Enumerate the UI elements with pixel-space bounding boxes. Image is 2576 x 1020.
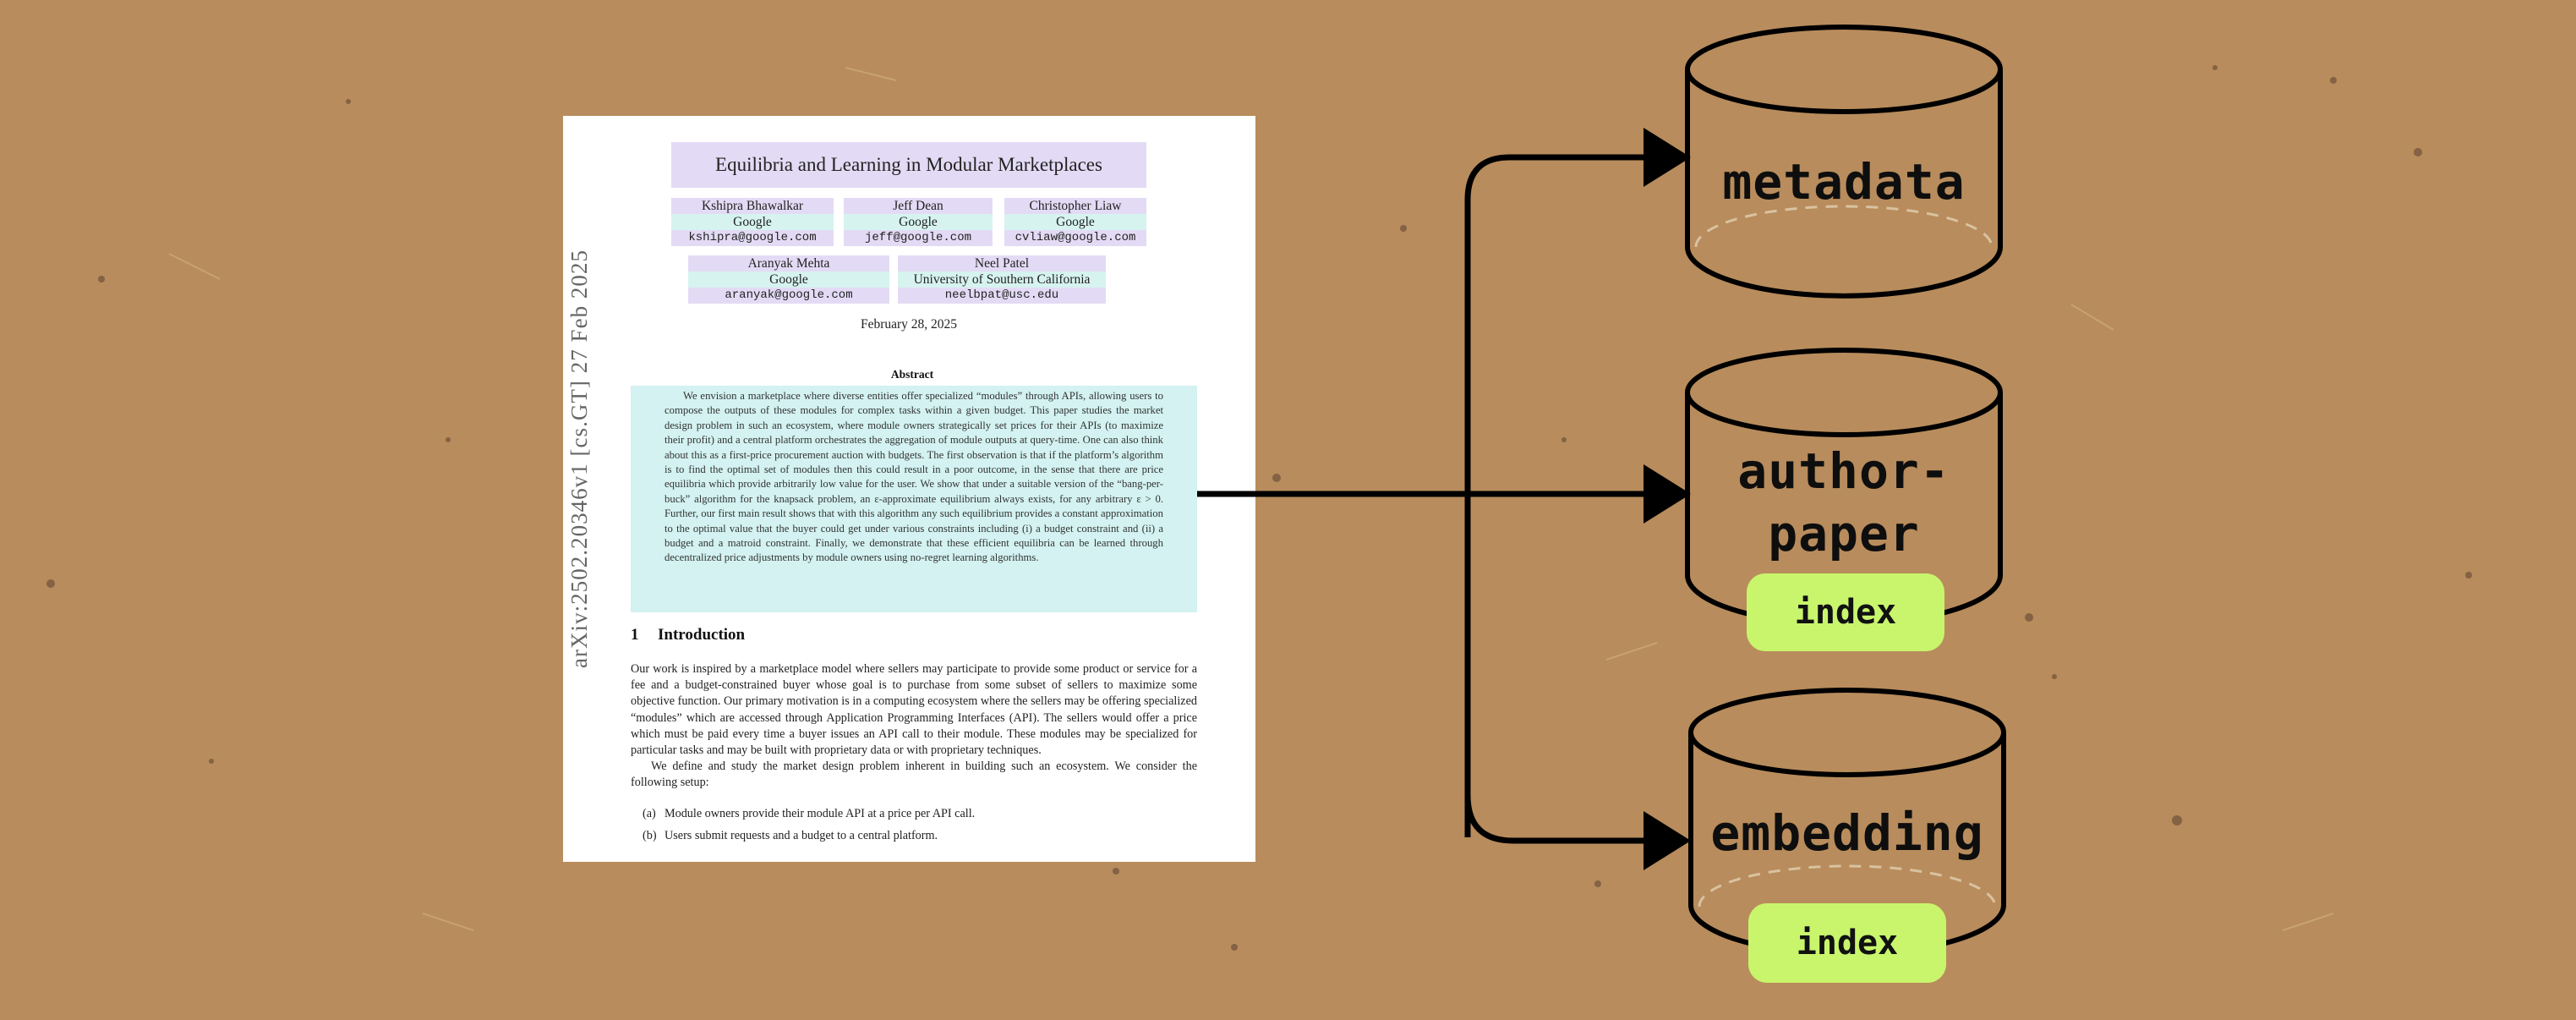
arxiv-identifier: arXiv:2502.20346v1 [cs.GT] 27 Feb 2025: [566, 245, 592, 668]
author-email: kshipra@google.com: [671, 230, 834, 246]
author-paper-label-line: author-: [1737, 442, 1950, 500]
author-paper-label-line: paper: [1768, 505, 1920, 562]
metadata-label: metadata: [1722, 153, 1966, 211]
abstract-heading: Abstract: [890, 368, 934, 381]
section-heading: 1 Introduction: [631, 626, 1197, 644]
author-paper-index-pill: index: [1747, 573, 1944, 651]
list-item: (a) Module owners provide their module AP…: [643, 807, 1197, 821]
author-block: Aranyak Mehta Google aranyak@google.com: [688, 255, 889, 304]
author-email: aranyak@google.com: [688, 288, 889, 304]
section-number: 1: [631, 626, 639, 644]
author-name: Christopher Liaw: [1004, 198, 1146, 214]
author-affiliation: University of Southern California: [898, 271, 1106, 288]
list-item-text: Module owners provide their module API a…: [665, 807, 976, 820]
author-affiliation: Google: [844, 214, 993, 230]
author-block: Jeff Dean Google jeff@google.com: [844, 198, 993, 246]
paper-title: Equilibria and Learning in Modular Marke…: [671, 142, 1146, 188]
arxiv-id-text: arXiv:2502.20346v1 [cs.GT] 27 Feb 2025: [566, 250, 592, 668]
author-block: Kshipra Bhawalkar Google kshipra@google.…: [671, 198, 834, 246]
author-name: Kshipra Bhawalkar: [671, 198, 834, 214]
embedding-label: embedding: [1710, 804, 1984, 862]
abstract-text: We envision a marketplace where diverse …: [631, 386, 1197, 612]
arrow-to-embedding: [1464, 794, 1691, 870]
author-block: Neel Patel University of Southern Califo…: [898, 255, 1106, 304]
section-title: Introduction: [658, 626, 746, 644]
author-email: neelbpat@usc.edu: [898, 288, 1106, 304]
intro-paragraph: Our work is inspired by a marketplace mo…: [631, 662, 1197, 758]
metadata-database-cylinder: [1685, 25, 2003, 299]
author-affiliation: Google: [1004, 214, 1146, 230]
connector-arrows: [1197, 128, 1691, 870]
intro-paragraph: We define and study the market design pr…: [631, 760, 1197, 790]
intro-body: Our work is inspired by a marketplace mo…: [631, 661, 1197, 792]
list-item-label: (a): [643, 807, 656, 820]
author-name: Neel Patel: [898, 255, 1106, 271]
author-affiliation: Google: [688, 271, 889, 288]
arrow-to-metadata: [1464, 128, 1691, 837]
author-name: Jeff Dean: [844, 198, 993, 214]
list-item-label: (b): [643, 829, 657, 842]
author-name: Aranyak Mehta: [688, 255, 889, 271]
list-item-text: Users submit requests and a budget to a …: [665, 829, 938, 842]
author-affiliation: Google: [671, 214, 834, 230]
author-email: jeff@google.com: [844, 230, 993, 246]
author-block: Christopher Liaw Google cvliaw@google.co…: [1004, 198, 1146, 246]
embedding-index-pill: index: [1748, 903, 1946, 983]
paper-date: February 28, 2025: [860, 317, 958, 332]
author-paper-label: author- paper: [1687, 440, 2000, 565]
author-email: cvliaw@google.com: [1004, 230, 1146, 246]
list-item: (b) Users submit requests and a budget to…: [643, 829, 1197, 843]
